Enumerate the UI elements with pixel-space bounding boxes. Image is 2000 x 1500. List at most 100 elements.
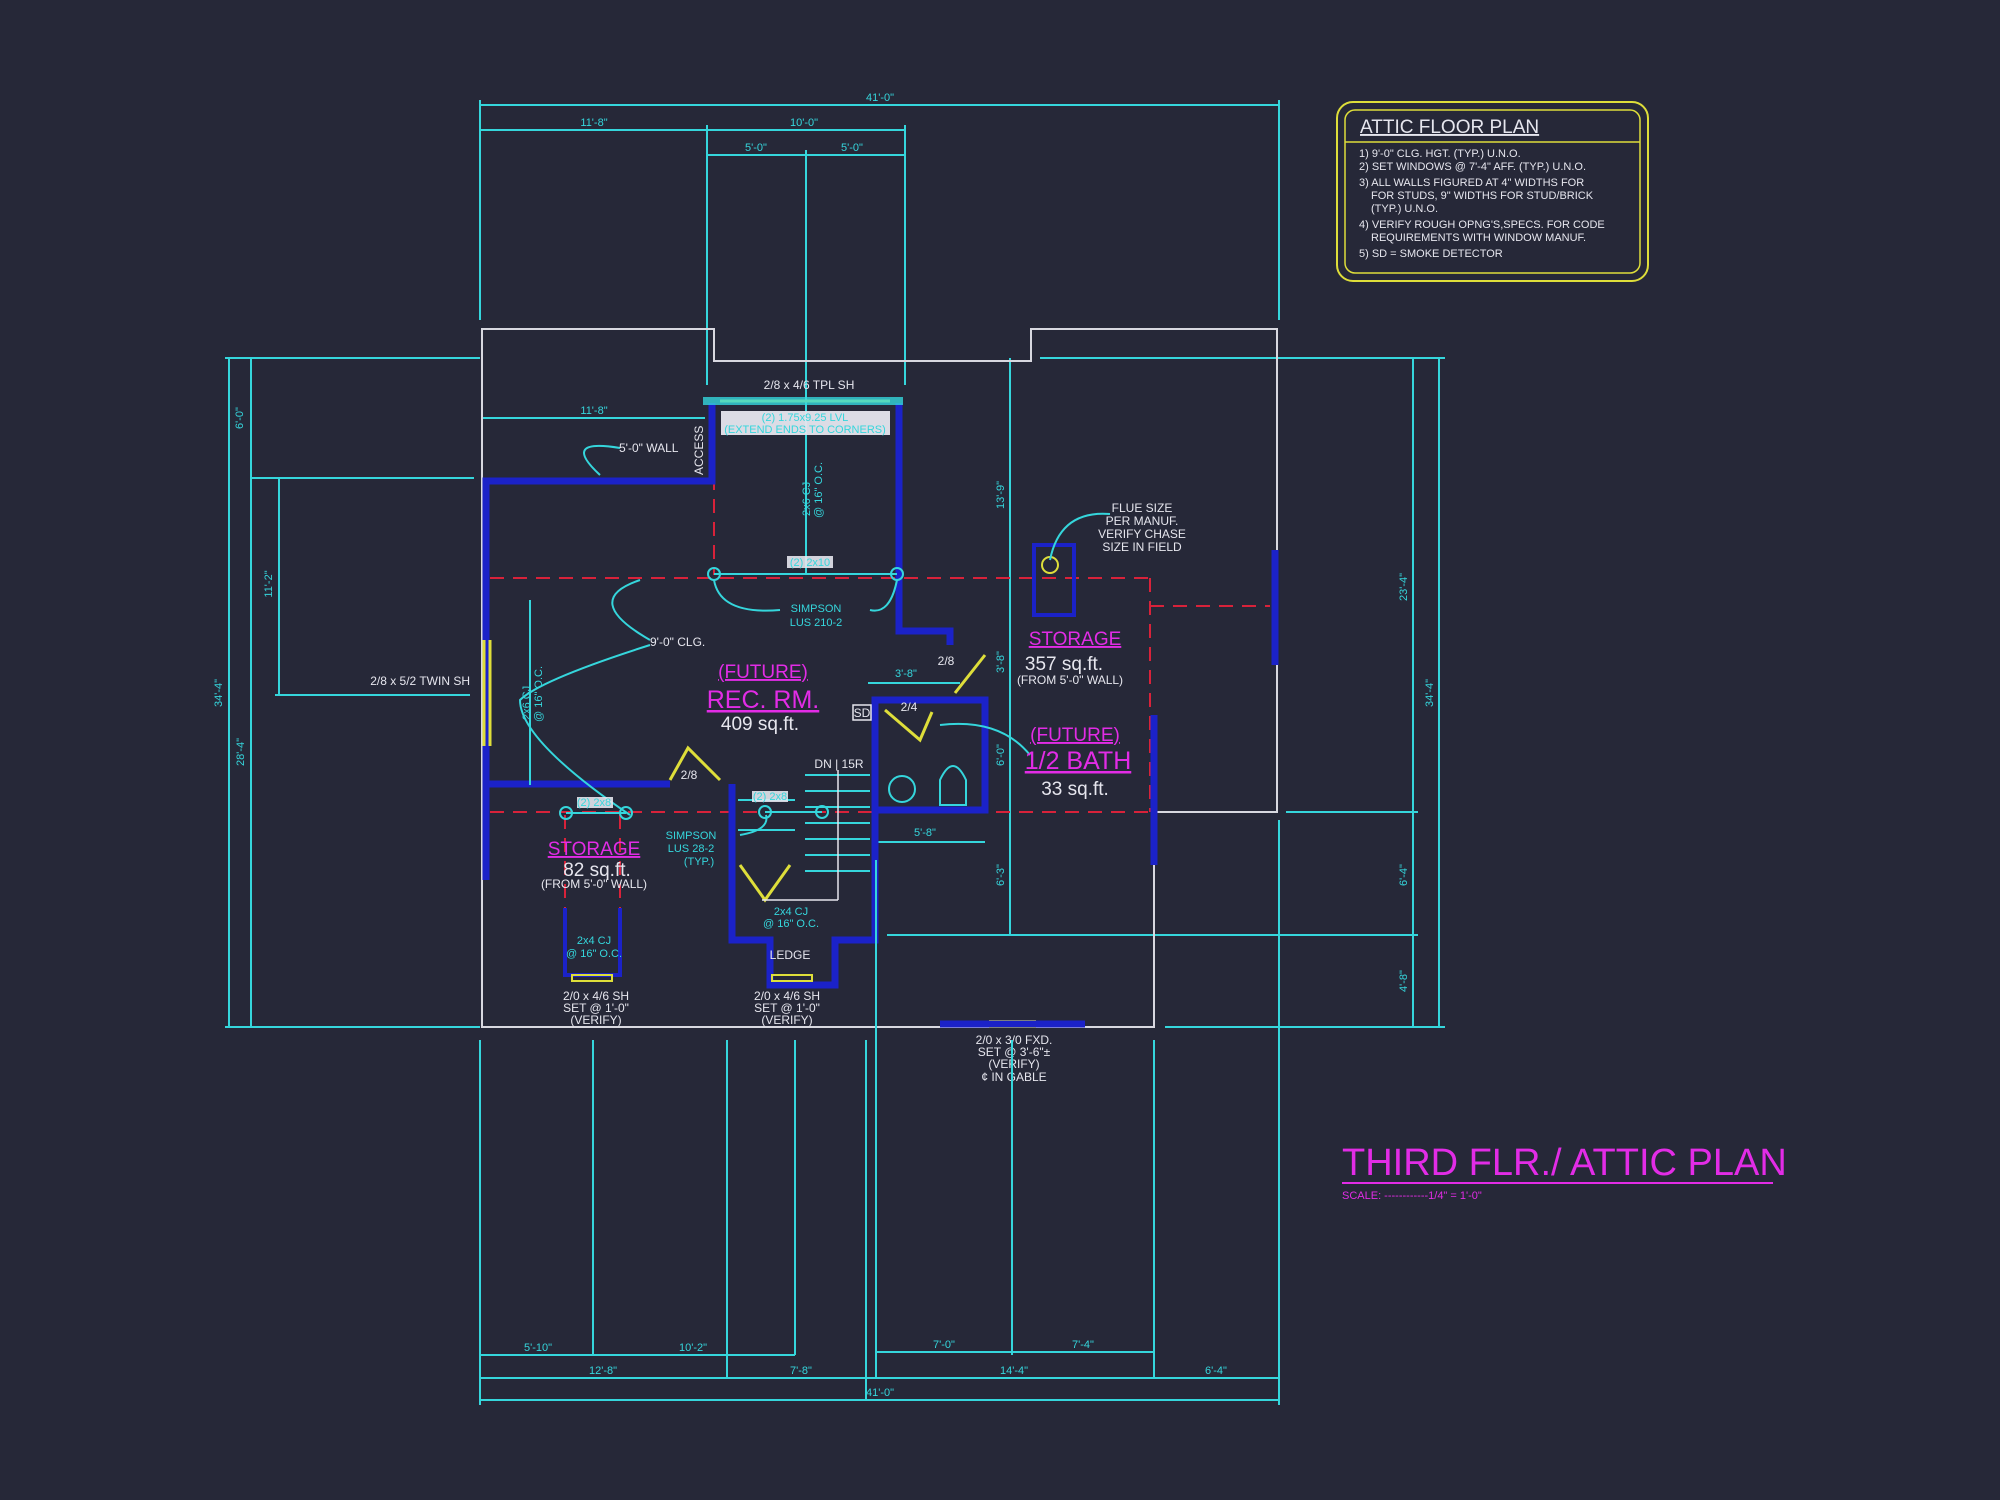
dim-bottom: 7'-8" bbox=[790, 1365, 812, 1377]
wall-label: 5'-0" WALL bbox=[619, 441, 679, 455]
bottom-dimensions bbox=[479, 820, 1280, 1405]
door-label: 2/4 bbox=[901, 700, 918, 714]
dim-bottom: 7'-0" bbox=[933, 1339, 955, 1351]
flue-note: PER MANUF. bbox=[1106, 514, 1179, 528]
legend-note: (TYP.) U.N.O. bbox=[1371, 203, 1438, 215]
room-bath-future: (FUTURE) bbox=[1030, 725, 1120, 746]
dim-interior: 3'-8" bbox=[895, 668, 917, 680]
hanger-label: SIMPSON bbox=[791, 603, 842, 615]
window-symbol bbox=[571, 974, 613, 982]
beam-label-box bbox=[787, 556, 833, 568]
dim-bottom: 5'-10" bbox=[524, 1342, 552, 1354]
dim-right: 34'-4" bbox=[1424, 679, 1436, 707]
joist-label: @ 16" O.C. bbox=[566, 948, 622, 960]
lvl-label-box bbox=[721, 411, 890, 435]
window-label: 2/0 x 4/6 SH bbox=[563, 989, 629, 1003]
dim-bottom: 10'-2" bbox=[679, 1342, 707, 1354]
beam-label-box bbox=[577, 797, 613, 808]
room-bath-area: 33 sq.ft. bbox=[1041, 779, 1109, 800]
hanger-label: LUS 28-2 bbox=[668, 843, 714, 855]
lvl-label: (2) 1.75x9.25 LVL bbox=[762, 412, 849, 424]
dim-interior: 5'-8" bbox=[914, 827, 936, 839]
interior-dimensions bbox=[482, 358, 1011, 1400]
window-label: SET @ 1'-0" bbox=[754, 1001, 820, 1015]
dim-bottom: 14'-4" bbox=[1000, 1365, 1028, 1377]
dim-left: 28'-4" bbox=[235, 738, 247, 766]
room-storage-right-name: STORAGE bbox=[1029, 629, 1122, 650]
room-storage-right-area: 357 sq.ft. bbox=[1025, 654, 1103, 675]
smoke-detector-label: SD bbox=[854, 706, 871, 720]
hanger-label: LUS 210-2 bbox=[790, 617, 843, 629]
left-dimensions bbox=[225, 357, 480, 1028]
window-label: ¢ IN GABLE bbox=[981, 1070, 1046, 1084]
door-swing bbox=[884, 708, 934, 743]
dim-right: 6'-4" bbox=[1398, 864, 1410, 886]
joist-label: 2x6 CJ bbox=[521, 686, 533, 720]
dim-interior: 6'-3" bbox=[995, 864, 1007, 886]
joist-label: 2x6 CJ bbox=[801, 482, 813, 516]
ceiling-label: 9'-0" CLG. bbox=[650, 635, 705, 649]
ledge-label: LEDGE bbox=[770, 948, 811, 962]
flue-note: FLUE SIZE bbox=[1112, 501, 1173, 515]
dim-bottom: 12'-8" bbox=[589, 1365, 617, 1377]
room-rec-area: 409 sq.ft. bbox=[721, 714, 799, 735]
beam-label: (2) 2x8 bbox=[577, 797, 611, 809]
room-storage-left-area: 82 sq.ft. bbox=[563, 860, 631, 881]
dim-top: 11'-8" bbox=[580, 117, 607, 129]
room-bath-name: 1/2 BATH bbox=[1025, 747, 1132, 775]
stair-label: DN | 15R bbox=[814, 757, 863, 771]
dim-top-total: 41'-0" bbox=[866, 92, 894, 104]
dim-interior: 6'-0" bbox=[995, 744, 1007, 766]
access-label: ACCESS bbox=[692, 426, 706, 475]
walls bbox=[482, 403, 1279, 989]
windows-doors bbox=[482, 397, 1085, 1028]
legend-note: 5) SD = SMOKE DETECTOR bbox=[1359, 248, 1503, 260]
room-rec-future: (FUTURE) bbox=[718, 662, 808, 683]
dim-bottom: 6'-4" bbox=[1205, 1365, 1227, 1377]
smoke-detector-icon bbox=[852, 704, 872, 721]
lvl-label: (EXTEND ENDS TO CORNERS) bbox=[724, 424, 886, 436]
room-rec-name: REC. RM. bbox=[707, 686, 820, 714]
drawing-title: THIRD FLR./ ATTIC PLAN bbox=[1342, 1142, 1787, 1184]
dim-top: 5'-0" bbox=[745, 142, 767, 154]
dim-bottom-total: 41'-0" bbox=[866, 1387, 894, 1399]
beam-label: (2) 2x8 bbox=[753, 791, 787, 803]
window-label: (VERIFY) bbox=[988, 1057, 1039, 1071]
dim-interior: 13'-9" bbox=[995, 481, 1007, 509]
window-label: (VERIFY) bbox=[761, 1013, 812, 1027]
window-label: 2/0 x 3/0 FXD. bbox=[976, 1033, 1053, 1047]
drawing-scale: SCALE: ------------1/4" = 1'-0" bbox=[1342, 1190, 1482, 1202]
window-label: 2/8 x 5/2 TWIN SH bbox=[370, 674, 470, 688]
window-symbol bbox=[771, 974, 813, 982]
dim-interior: 3'-8" bbox=[995, 651, 1007, 673]
legend-note: 2) SET WINDOWS @ 7'-4" AFF. (TYP.) U.N.O… bbox=[1359, 161, 1586, 173]
room-storage-right-note: (FROM 5'-0" WALL) bbox=[1017, 673, 1123, 687]
legend-note: 1) 9'-0" CLG. HGT. (TYP.) U.N.O. bbox=[1359, 148, 1521, 160]
dim-left: 11'-2" bbox=[263, 570, 275, 597]
dim-left: 34'-4" bbox=[213, 679, 225, 707]
room-storage-left-note: (FROM 5'-0" WALL) bbox=[541, 877, 647, 891]
legend-title: ATTIC FLOOR PLAN bbox=[1360, 117, 1539, 138]
joist-label: 2x4 CJ bbox=[774, 906, 808, 918]
room-storage-left-name: STORAGE bbox=[548, 839, 641, 860]
hanger-label: (TYP.) bbox=[684, 856, 714, 868]
beam-label-box bbox=[752, 791, 788, 802]
legend-note: 4) VERIFY ROUGH OPNG'S,SPECS. FOR CODE bbox=[1359, 219, 1605, 231]
joist-label: @ 16" O.C. bbox=[763, 918, 819, 930]
toilet-icon bbox=[939, 765, 967, 806]
hanger-label: SIMPSON bbox=[666, 830, 717, 842]
joist-label: @ 16" O.C. bbox=[533, 666, 545, 722]
flue-note: VERIFY CHASE bbox=[1098, 527, 1186, 541]
joist-label: @ 16" O.C. bbox=[813, 462, 825, 518]
sink-icon bbox=[888, 775, 916, 803]
door-swing bbox=[953, 654, 987, 694]
window-label: SET @ 3'-6"± bbox=[978, 1045, 1051, 1059]
dim-bottom: 7'-4" bbox=[1072, 1339, 1094, 1351]
door-label: 2/8 bbox=[681, 768, 698, 782]
dim-top: 5'-0" bbox=[841, 142, 863, 154]
door-label: 2/8 bbox=[938, 654, 955, 668]
legend-note: 3) ALL WALLS FIGURED AT 4" WIDTHS FOR bbox=[1359, 177, 1584, 189]
flue-note: SIZE IN FIELD bbox=[1102, 540, 1182, 554]
